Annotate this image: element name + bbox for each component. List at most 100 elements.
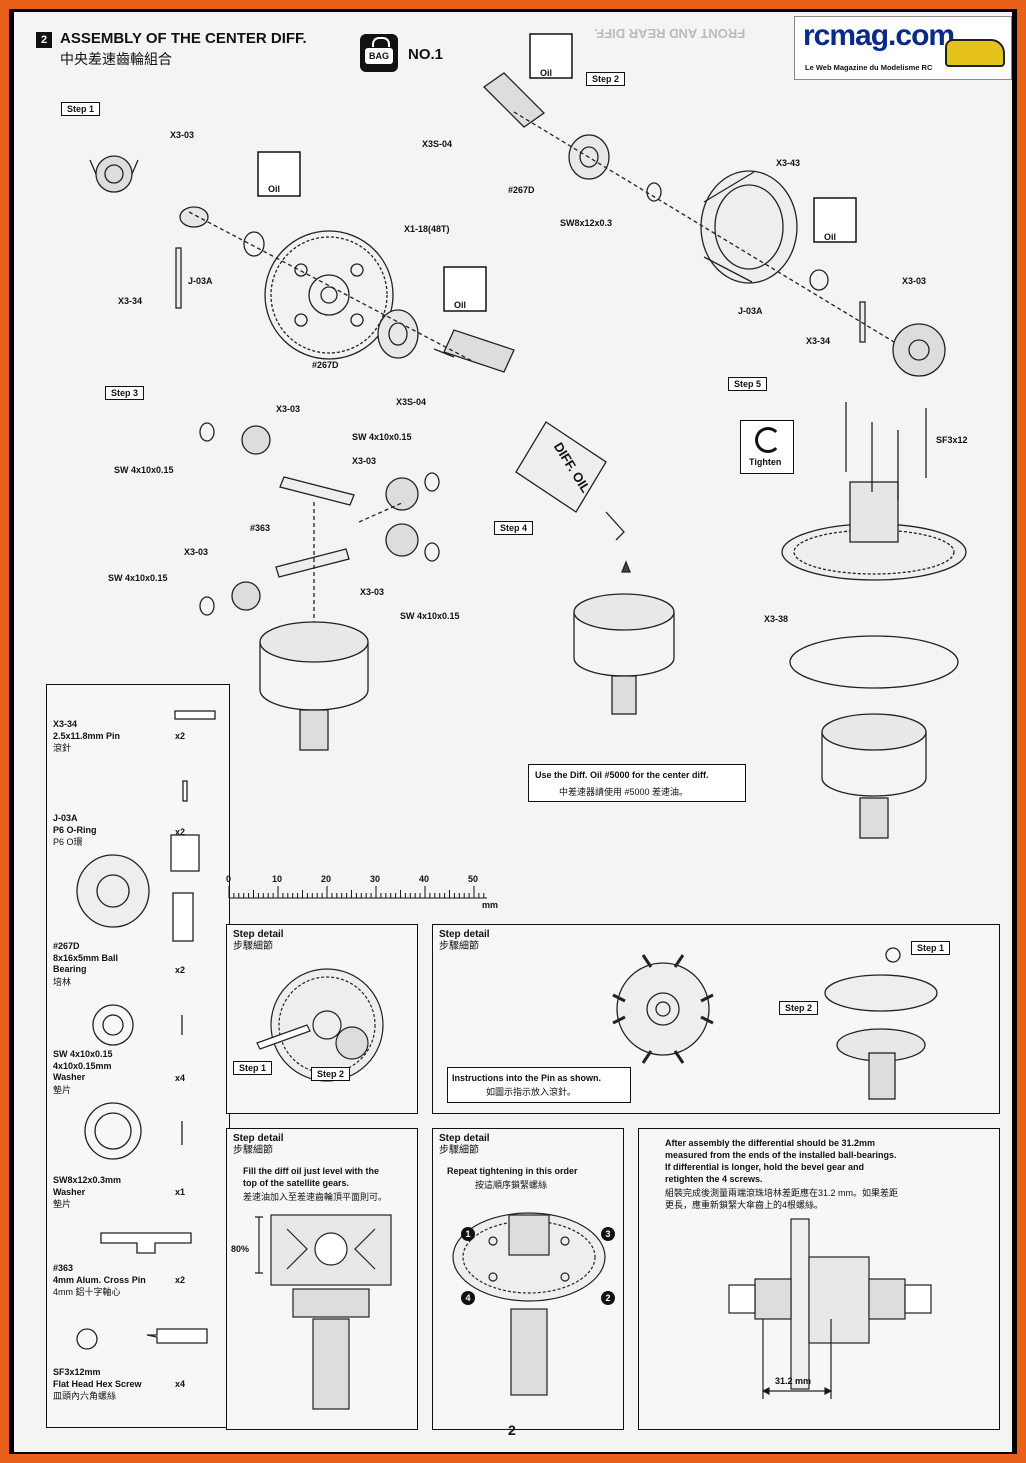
- length-dimension: 31.2 mm: [775, 1376, 812, 1386]
- part-desc-cn: 培林: [53, 977, 72, 987]
- detail-title: Step detail: [233, 1133, 284, 1144]
- parts-list: X3-34 2.5x11.8mm Pin 滾針 x2 J-03A P6 O-Ri…: [46, 684, 230, 1428]
- callout-j03a-b: J-03A: [738, 306, 763, 316]
- length-note-cn-1: 組裝完成後測量兩端滾珠培林差距應在31.2 mm。如果差距: [665, 1188, 899, 1198]
- part-desc: Washer: [53, 1187, 86, 1197]
- pin-instruction-en: Instructions into the Pin as shown.: [452, 1073, 602, 1083]
- ruler-tick-10: 10: [272, 874, 283, 884]
- order-badge-2: 2: [601, 1291, 615, 1305]
- part-desc: 4x10x0.15mm Washer: [53, 1061, 112, 1082]
- fill-level-percent: 80%: [231, 1244, 250, 1254]
- fill-note-line2: top of the satellite gears.: [243, 1178, 350, 1188]
- detail-1-step1: Step 1: [233, 1061, 273, 1075]
- ruler: 0 10 20 30 40 50 mm: [224, 872, 498, 912]
- ruler-tick-20: 20: [321, 874, 332, 884]
- part-code: X3-34: [53, 719, 78, 729]
- detail-1-drawing: [256, 968, 384, 1082]
- step-detail-panel-2: Step detail 步驟細節 Step 1 Step 2 Instructi…: [432, 924, 1000, 1114]
- rcmag-logo: rcmag.com Le Web Magazine du Modelisme R…: [794, 16, 1012, 80]
- callout-j03a-a: J-03A: [188, 276, 213, 286]
- logo-text: rcmag.com: [803, 19, 955, 52]
- callout-sw4-c: SW 4x10x0.15: [108, 573, 168, 583]
- callout-x3-03-a: X3-03: [170, 130, 195, 140]
- tighten-icon-box: Tighten: [740, 420, 794, 474]
- part-desc-cn: 墊片: [53, 1085, 72, 1095]
- part-qty: x4: [175, 1073, 186, 1083]
- step-detail-panel-1: Step detail 步驟細節 Step 1 Step 2: [226, 924, 418, 1114]
- logo-tagline: Le Web Magazine du Modelisme RC: [805, 63, 933, 72]
- pin-instruction-cn: 如圖示指示放入滾針。: [486, 1087, 577, 1097]
- callout-x3-34-a: X3-34: [118, 296, 143, 306]
- page-number: 2: [508, 1422, 516, 1438]
- callout-363: #363: [250, 523, 271, 533]
- tighten-order-cn: 按這順序鎖緊螺絲: [475, 1180, 548, 1190]
- ruler-tick-0: 0: [226, 874, 232, 884]
- callout-x3-03-d: X3-03: [352, 456, 377, 466]
- detail-2-drawing: [612, 947, 938, 1100]
- fill-note-line1: Fill the diff oil just level with the: [243, 1166, 380, 1176]
- length-note-4: retighten the 4 screws.: [665, 1174, 763, 1184]
- manual-page: FRONT AND REAR DIFF. 2 ASSEMBLY OF THE C…: [14, 12, 1012, 1452]
- part-code: SW 4x10x0.15: [53, 1049, 113, 1059]
- logo-car-icon: [945, 39, 1005, 67]
- detail-title-cn: 步驟細節: [233, 1145, 273, 1156]
- oil-icons: [257, 33, 857, 312]
- part-code: J-03A: [53, 813, 78, 823]
- step-1-label: Step 1: [61, 102, 101, 116]
- tighten-order-note: Repeat tightening in this order: [447, 1166, 578, 1176]
- part-desc-cn: 皿頭內六角螺絲: [53, 1391, 117, 1401]
- detail-2-step1: Step 1: [911, 941, 951, 955]
- order-badge-3: 3: [601, 1227, 615, 1241]
- part-desc-cn: 墊片: [53, 1199, 72, 1209]
- part-qty: x2: [175, 731, 186, 741]
- step-detail-panel-4: Step detail 步驟細節 Repeat tightening in th…: [432, 1128, 624, 1430]
- step-5-label: Step 5: [728, 377, 768, 391]
- step-detail-panel-3: Step detail 步驟細節 Fill the diff oil just …: [226, 1128, 418, 1430]
- callout-sf3x12: SF3x12: [936, 435, 968, 445]
- part-desc: 8x16x5mm Ball Bearing: [53, 953, 119, 974]
- part-qty: x4: [175, 1379, 186, 1389]
- ruler-tick-50: 50: [468, 874, 479, 884]
- callout-x3-03-f: X3-03: [360, 587, 385, 597]
- part-desc-cn: P6 O環: [53, 837, 83, 847]
- bag-icon: BAG: [360, 34, 398, 72]
- oil-label-2: Oil: [454, 300, 467, 310]
- callout-sw4-b: SW 4x10x0.15: [352, 432, 412, 442]
- detail-title: Step detail: [233, 929, 284, 940]
- bag-number: NO.1: [408, 46, 444, 63]
- part-qty: x2: [175, 827, 186, 837]
- length-note-2: measured from the ends of the installed …: [665, 1150, 897, 1160]
- oil-label-1: Oil: [268, 184, 281, 194]
- part-desc: 2.5x11.8mm Pin: [53, 731, 121, 741]
- part-desc-cn: 滾針: [53, 743, 72, 753]
- callout-267d-a: #267D: [312, 360, 339, 370]
- order-badge-4: 4: [461, 1291, 475, 1305]
- step-detail-panel-5: After assembly the differential should b…: [638, 1128, 1000, 1430]
- oil-label-3: Oil: [540, 68, 553, 78]
- callout-sw4-d: SW 4x10x0.15: [400, 611, 460, 621]
- callout-x1-18: X1-18(48T): [404, 224, 450, 234]
- bag-label: BAG: [365, 48, 393, 64]
- detail-1-step2: Step 2: [311, 1067, 351, 1081]
- section-number: 2: [36, 32, 52, 48]
- callout-x3-34-b: X3-34: [806, 336, 831, 346]
- callout-sw8: SW8x12x0.3: [560, 218, 613, 228]
- callout-x3-03-e: X3-03: [184, 547, 209, 557]
- step-3-label: Step 3: [105, 386, 145, 400]
- ruler-unit: mm: [482, 900, 499, 910]
- order-badge-1: 1: [461, 1227, 475, 1241]
- length-note-1: After assembly the differential should b…: [665, 1138, 876, 1148]
- detail-title-cn: 步驟細節: [233, 941, 273, 952]
- part-code: SW8x12x0.3mm: [53, 1175, 122, 1185]
- part-desc: 4mm Alum. Cross Pin: [53, 1275, 146, 1285]
- part-qty: x1: [175, 1187, 186, 1197]
- callout-x3-43: X3-43: [776, 158, 801, 168]
- ruler-tick-30: 30: [370, 874, 381, 884]
- diff-oil-note-en: Use the Diff. Oil #5000 for the center d…: [535, 770, 709, 780]
- part-desc: P6 O-Ring: [53, 825, 97, 835]
- detail-2-step2: Step 2: [779, 1001, 819, 1015]
- callout-x3s04-b: X3S-04: [422, 139, 453, 149]
- detail-title: Step detail: [439, 929, 490, 940]
- diff-oil-note-cn: 中差速器請使用 #5000 差速油。: [559, 787, 689, 797]
- ruler-ticks: [228, 886, 487, 899]
